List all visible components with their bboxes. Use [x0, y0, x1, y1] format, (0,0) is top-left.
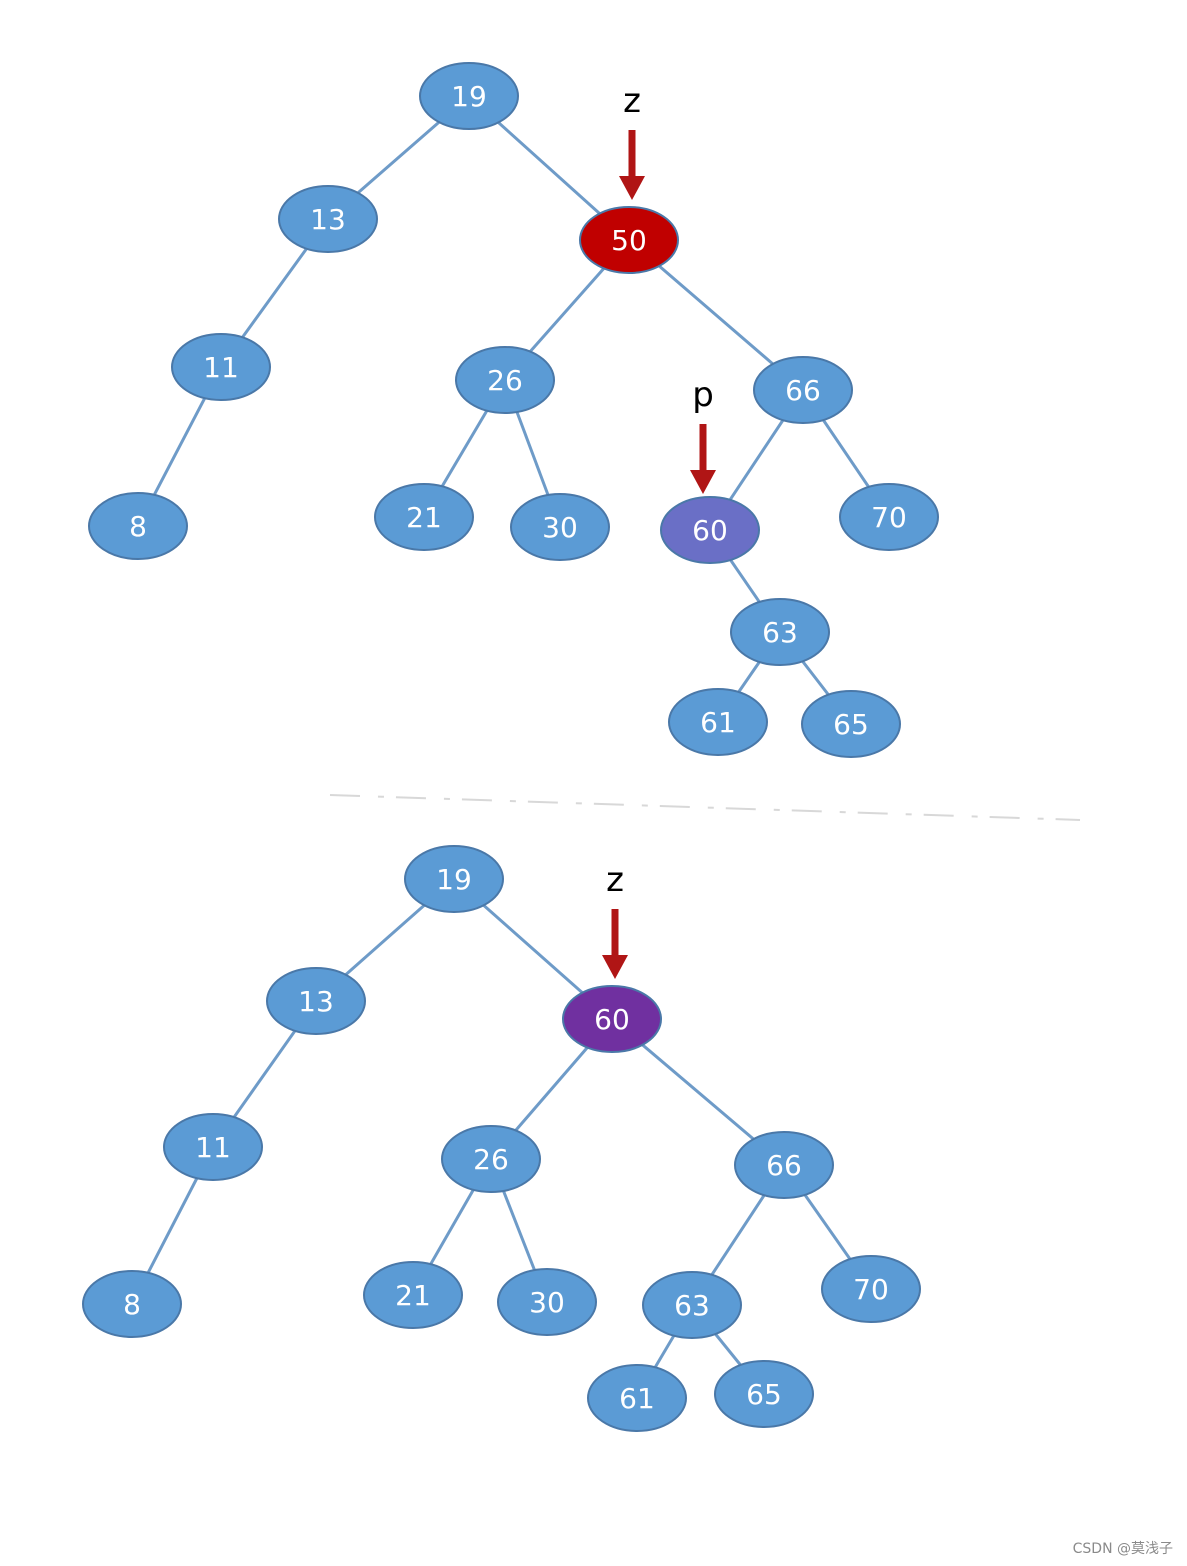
tree-node-21: 21	[374, 483, 474, 551]
tree-node-shape	[455, 346, 555, 414]
watermark: CSDN @莫浅子	[1072, 1541, 1173, 1557]
tree-node-63: 63	[730, 598, 830, 666]
tree-node-61: 61	[668, 688, 768, 756]
tree-node-label: 11	[195, 1131, 231, 1164]
tree-node-11: 11	[171, 333, 271, 401]
tree-node-shape	[419, 62, 519, 130]
tree-node-label: 63	[762, 616, 798, 649]
tree-node-label: 19	[451, 80, 487, 113]
tree-node-label: 70	[871, 501, 907, 534]
tree-edges	[130, 94, 891, 1399]
pointer-p: p	[690, 375, 716, 494]
tree-node-13: 13	[266, 967, 366, 1035]
tree-node-19: 19	[404, 845, 504, 913]
tree-node-shape	[163, 1113, 263, 1181]
tree-node-63: 63	[642, 1271, 742, 1339]
tree-node-label: 50	[611, 224, 647, 257]
down-arrow-icon	[602, 955, 628, 979]
tree-node-label: 61	[700, 706, 736, 739]
tree-node-label: 70	[853, 1273, 889, 1306]
tree-node-30: 30	[497, 1268, 597, 1336]
tree-node-label: 13	[310, 203, 346, 236]
tree-node-label: 11	[203, 351, 239, 384]
pointer-z: z	[619, 81, 645, 200]
tree-node-50: 50	[579, 206, 679, 274]
tree-node-60: 60	[562, 985, 662, 1053]
tree-node-shape	[171, 333, 271, 401]
tree-node-26: 26	[455, 346, 555, 414]
pointer-arrows: z p z	[602, 81, 716, 979]
tree-node-label: 30	[542, 511, 578, 544]
tree-node-label: 8	[129, 510, 147, 543]
tree-node-8: 8	[88, 492, 188, 560]
tree-node-shape	[441, 1125, 541, 1193]
tree-node-label: 21	[406, 501, 442, 534]
tree-node-66: 66	[734, 1131, 834, 1199]
pointer-label: z	[606, 860, 624, 900]
tree-node-label: 26	[473, 1143, 509, 1176]
tree-node-shape	[668, 688, 768, 756]
tree-node-30: 30	[510, 493, 610, 561]
tree-node-label: 63	[674, 1289, 710, 1322]
tree-node-26: 26	[441, 1125, 541, 1193]
tree-node-8: 8	[82, 1270, 182, 1338]
tree-node-label: 65	[833, 708, 869, 741]
tree-node-65: 65	[714, 1360, 814, 1428]
tree-node-shape	[510, 493, 610, 561]
tree-node-shape	[404, 845, 504, 913]
pointer-label: z	[623, 81, 641, 121]
tree-node-21: 21	[363, 1261, 463, 1329]
tree-node-label: 66	[785, 374, 821, 407]
down-arrow-icon	[690, 470, 716, 494]
tree-node-label: 21	[395, 1279, 431, 1312]
tree-node-60: 60	[660, 496, 760, 564]
tree-node-label: 66	[766, 1149, 802, 1182]
tree-node-shape	[821, 1255, 921, 1323]
tree-node-shape	[88, 492, 188, 560]
tree-node-shape	[497, 1268, 597, 1336]
tree-node-shape	[579, 206, 679, 274]
tree-node-shape	[660, 496, 760, 564]
tree-node-shape	[363, 1261, 463, 1329]
tree-node-shape	[734, 1131, 834, 1199]
tree-node-label: 61	[619, 1382, 655, 1415]
tree-node-shape	[587, 1364, 687, 1432]
tree-nodes: 19 13 50 11 26 66 8 21 30 60 70 63 61 65 19 13 60 11 26 66 8…	[82, 62, 939, 1432]
tree-node-66: 66	[753, 356, 853, 424]
tree-node-label: 60	[692, 514, 728, 547]
tree-node-19: 19	[419, 62, 519, 130]
tree-node-shape	[801, 690, 901, 758]
tree-node-label: 30	[529, 1286, 565, 1319]
tree-node-label: 60	[594, 1003, 630, 1036]
tree-node-11: 11	[163, 1113, 263, 1181]
tree-node-shape	[642, 1271, 742, 1339]
tree-node-shape	[278, 185, 378, 253]
pointer-label: p	[692, 375, 714, 415]
tree-node-label: 13	[298, 985, 334, 1018]
tree-node-shape	[839, 483, 939, 551]
tree-node-70: 70	[821, 1255, 921, 1323]
tree-node-shape	[82, 1270, 182, 1338]
tree-node-shape	[753, 356, 853, 424]
tree-node-label: 19	[436, 863, 472, 896]
tree-node-label: 65	[746, 1378, 782, 1411]
down-arrow-icon	[619, 176, 645, 200]
tree-node-70: 70	[839, 483, 939, 551]
tree-node-61: 61	[587, 1364, 687, 1432]
tree-node-65: 65	[801, 690, 901, 758]
tree-node-shape	[266, 967, 366, 1035]
tree-node-13: 13	[278, 185, 378, 253]
tree-node-shape	[374, 483, 474, 551]
tree-node-shape	[714, 1360, 814, 1428]
tree-node-shape	[562, 985, 662, 1053]
pointer-z: z	[602, 860, 628, 979]
tree-node-shape	[730, 598, 830, 666]
section-divider	[329, 794, 1081, 821]
tree-node-label: 8	[123, 1288, 141, 1321]
tree-node-label: 26	[487, 364, 523, 397]
